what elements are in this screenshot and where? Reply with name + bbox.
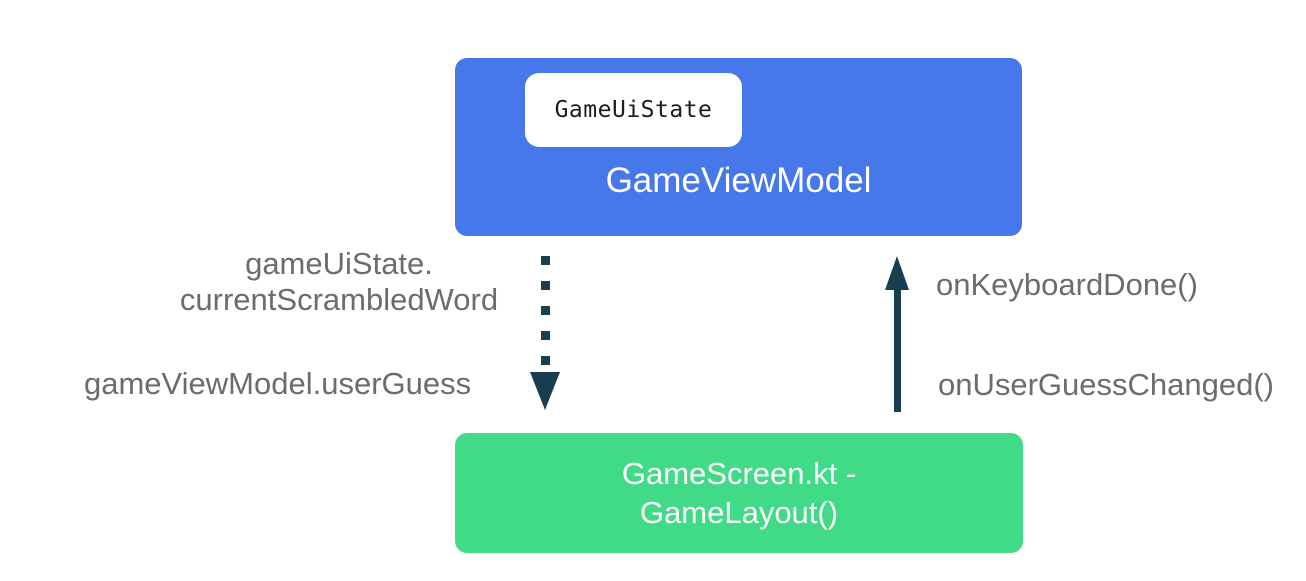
down-arrowhead-icon — [530, 372, 560, 410]
user-guess-label: gameViewModel.userGuess — [84, 366, 472, 401]
arrow-dot — [541, 356, 550, 365]
game-screen-title-line2: GameLayout() — [639, 495, 839, 530]
on-user-guess-changed-label: onUserGuessChanged() — [938, 367, 1275, 402]
arrow-dot — [541, 256, 550, 265]
state-flow-label-line1: gameUiState. — [245, 246, 433, 281]
up-arrowhead-icon — [885, 256, 909, 290]
arrow-dot — [541, 281, 550, 290]
arrow-dot — [541, 306, 550, 315]
game-ui-state-chip: GameUiState — [525, 73, 742, 147]
on-keyboard-done-label: onKeyboardDone() — [936, 267, 1198, 302]
viewmodel-box: GameUiState GameViewModel — [455, 58, 1022, 236]
game-screen-title-line1: GameScreen.kt - — [621, 456, 857, 491]
game-screen-box: GameScreen.kt - GameLayout() — [455, 433, 1023, 553]
state-flow-label: gameUiState. currentScrambledWord — [158, 246, 520, 318]
arrow-dot — [541, 331, 550, 340]
up-arrow-shaft — [894, 286, 901, 412]
viewmodel-title: GameViewModel — [605, 161, 872, 200]
game-ui-state-label: GameUiState — [554, 97, 713, 123]
state-flow-label-line2: currentScrambledWord — [179, 282, 499, 317]
